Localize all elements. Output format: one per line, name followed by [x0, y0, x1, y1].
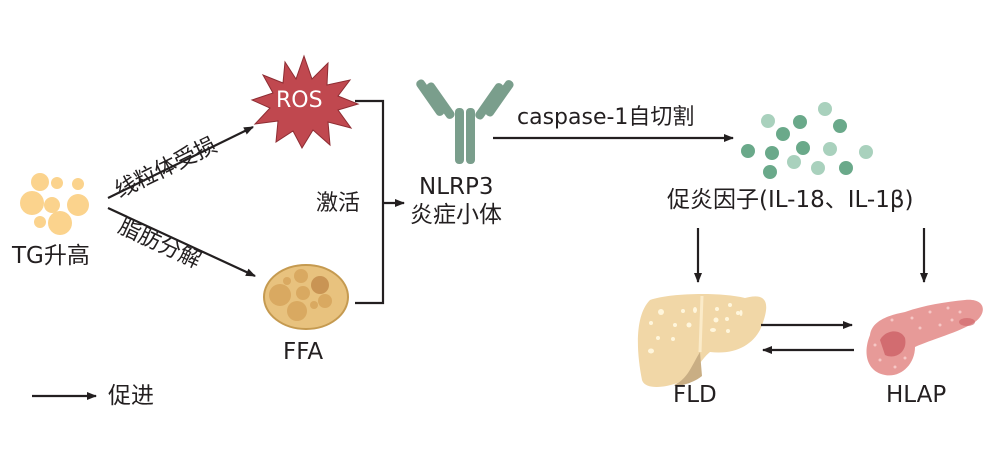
cytokines-label: 促炎因子(IL-18、IL-1β) — [667, 187, 914, 213]
legend-label: 促进 — [108, 383, 154, 409]
pancreas-icon — [866, 299, 983, 376]
cytokine-particles-icon — [741, 102, 873, 179]
arrow-tg-to-ros — [107, 126, 254, 199]
tg-label: TG升高 — [12, 243, 90, 269]
liver-icon — [637, 294, 767, 387]
inflammasome-label: 炎症小体 — [410, 202, 502, 228]
tg-droplets-icon — [20, 173, 89, 235]
ros-label: ROS — [276, 88, 323, 113]
ros-burst-icon — [250, 54, 360, 150]
edge-label-caspase: caspase-1自切割 — [517, 105, 695, 130]
hlap-label: HLAP — [886, 382, 947, 408]
nlrp3-inflammasome-icon — [416, 79, 514, 164]
arrow-tg-to-ffa — [107, 207, 256, 277]
nlrp3-label: NLRP3 — [419, 174, 494, 200]
ffa-label: FFA — [283, 339, 324, 365]
edge-label-activate: 激活 — [316, 191, 361, 216]
ffa-cell-icon — [263, 264, 349, 330]
fld-label: FLD — [673, 382, 717, 408]
